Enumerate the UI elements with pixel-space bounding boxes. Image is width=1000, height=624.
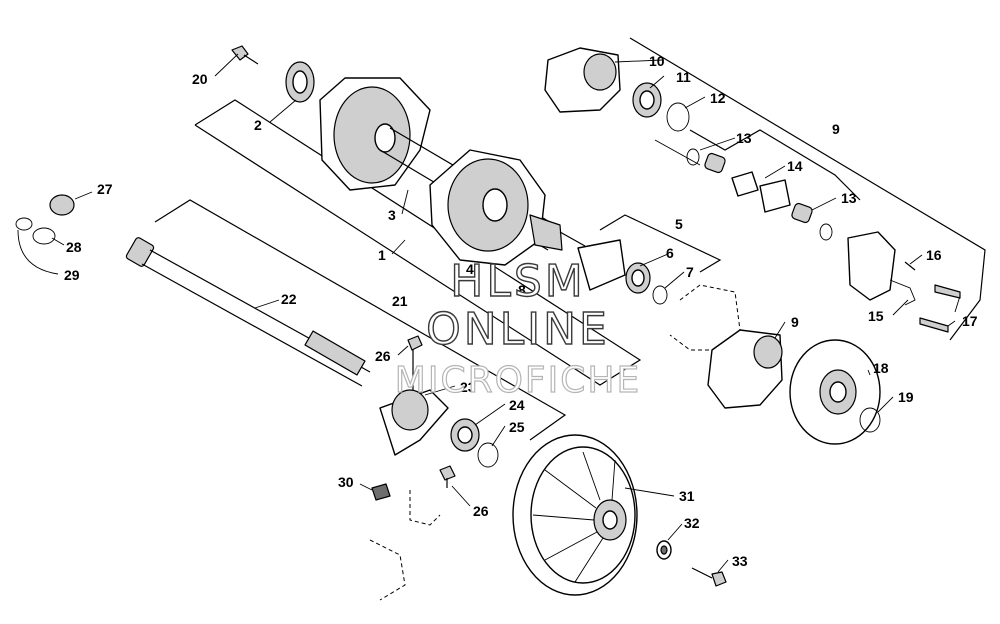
bearing-flange-group [379,345,499,468]
assembly-brackets [154,37,986,441]
callout-labels: 20 2 3 1 4 8 5 6 7 10 11 12 9 13 14 13 1… [64,53,978,569]
callout-29: 29 [64,267,80,283]
callout-8: 8 [518,282,526,298]
callout-4: 4 [466,261,474,277]
jackshaft-22 [125,237,371,387]
bearing-plate-group [577,239,668,305]
callout-11: 11 [676,69,691,85]
callout-7: 7 [686,264,694,280]
callout-19: 19 [898,389,914,405]
callout-12: 12 [710,90,726,106]
callout-27: 27 [97,181,113,197]
callout-9-lower: 9 [791,314,799,330]
cap-and-clamps [15,194,75,275]
callout-16: 16 [926,247,942,263]
drive-clutch-31 [512,434,638,596]
callout-5: 5 [675,216,683,232]
callout-6: 6 [666,245,674,261]
lower-chaincase-housing [669,284,783,409]
callout-25: 25 [509,419,525,435]
callout-9-upper: 9 [832,121,840,137]
driven-sheave-18 [789,339,881,445]
callout-26-upper: 26 [375,348,391,364]
seal-2 [285,61,315,103]
callout-33: 33 [732,553,748,569]
callout-2: 2 [254,117,262,133]
callout-24: 24 [509,397,525,413]
callout-18: 18 [873,360,889,376]
callout-13-upper: 13 [736,130,752,146]
drive-shaft-sprockets [319,77,586,266]
callout-30: 30 [338,474,354,490]
callout-10: 10 [649,53,665,69]
clip-30-frame [369,483,441,601]
callout-21: 21 [392,293,408,309]
callout-23: 23 [460,379,476,395]
callout-22: 22 [281,291,297,307]
bolts-26 [407,335,456,488]
callout-15: 15 [868,308,884,324]
callout-13-lower: 13 [841,190,857,206]
callout-31: 31 [679,488,695,504]
bolt-20 [231,45,259,65]
upper-chaincase-group [544,47,961,333]
leader-lines [51,53,961,573]
callout-17: 17 [962,313,978,329]
callout-20: 20 [192,71,208,87]
callout-28: 28 [66,239,82,255]
washer-32-bolt-33 [656,540,727,587]
callout-3: 3 [388,207,396,223]
watermark: HLSM ONLINE MICROFICHE [394,255,641,401]
watermark-line-1: HLSM [450,256,586,307]
watermark-line-3: MICROFICHE [395,360,641,401]
callout-26-lower: 26 [473,503,489,519]
callout-14: 14 [787,158,803,174]
callout-32: 32 [684,515,700,531]
watermark-line-2: ONLINE [426,304,610,355]
callout-1: 1 [378,247,386,263]
